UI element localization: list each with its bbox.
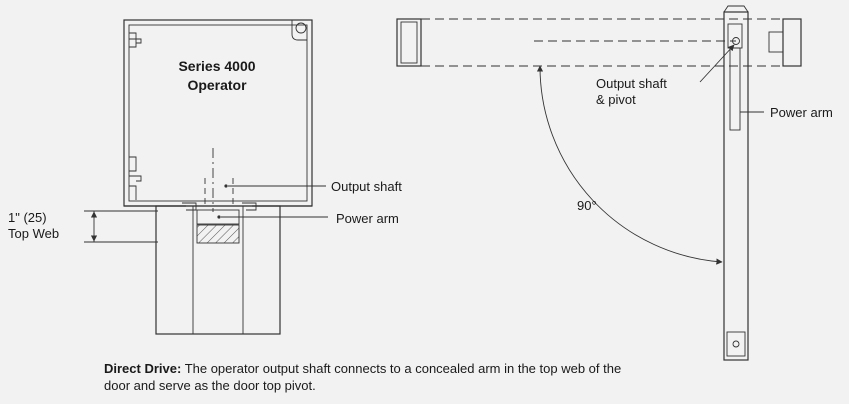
door-section [155,205,281,335]
power-arm-right-label: Power arm [770,105,833,120]
output-shaft-pivot-leader [699,44,735,83]
top-web-label-line2: Top Web [8,226,59,241]
angle-label: 90° [577,198,597,213]
top-web-label-line1: 1" (25) [8,210,47,225]
series-title-line1: Series 4000 [178,58,255,74]
series-title-line2: Operator [187,77,247,93]
power-arm-label: Power arm [336,211,399,226]
output-shaft-pivot-label-line1: Output shaft [596,76,667,91]
ninety-degree-arc [536,65,723,265]
output-shaft-pivot-label-line2: & pivot [596,92,636,107]
caption: Direct Drive: The operator output shaft … [104,360,624,394]
operator-housing [123,19,313,211]
caption-text: The operator output shaft connects to a … [104,361,622,393]
top-web-dimension [84,210,158,243]
output-shaft-label: Output shaft [331,179,402,194]
caption-bold: Direct Drive: [104,361,182,376]
door-closed-dashed [396,18,802,67]
door-open-solid [723,5,749,361]
output-shaft-centerline [204,148,234,212]
